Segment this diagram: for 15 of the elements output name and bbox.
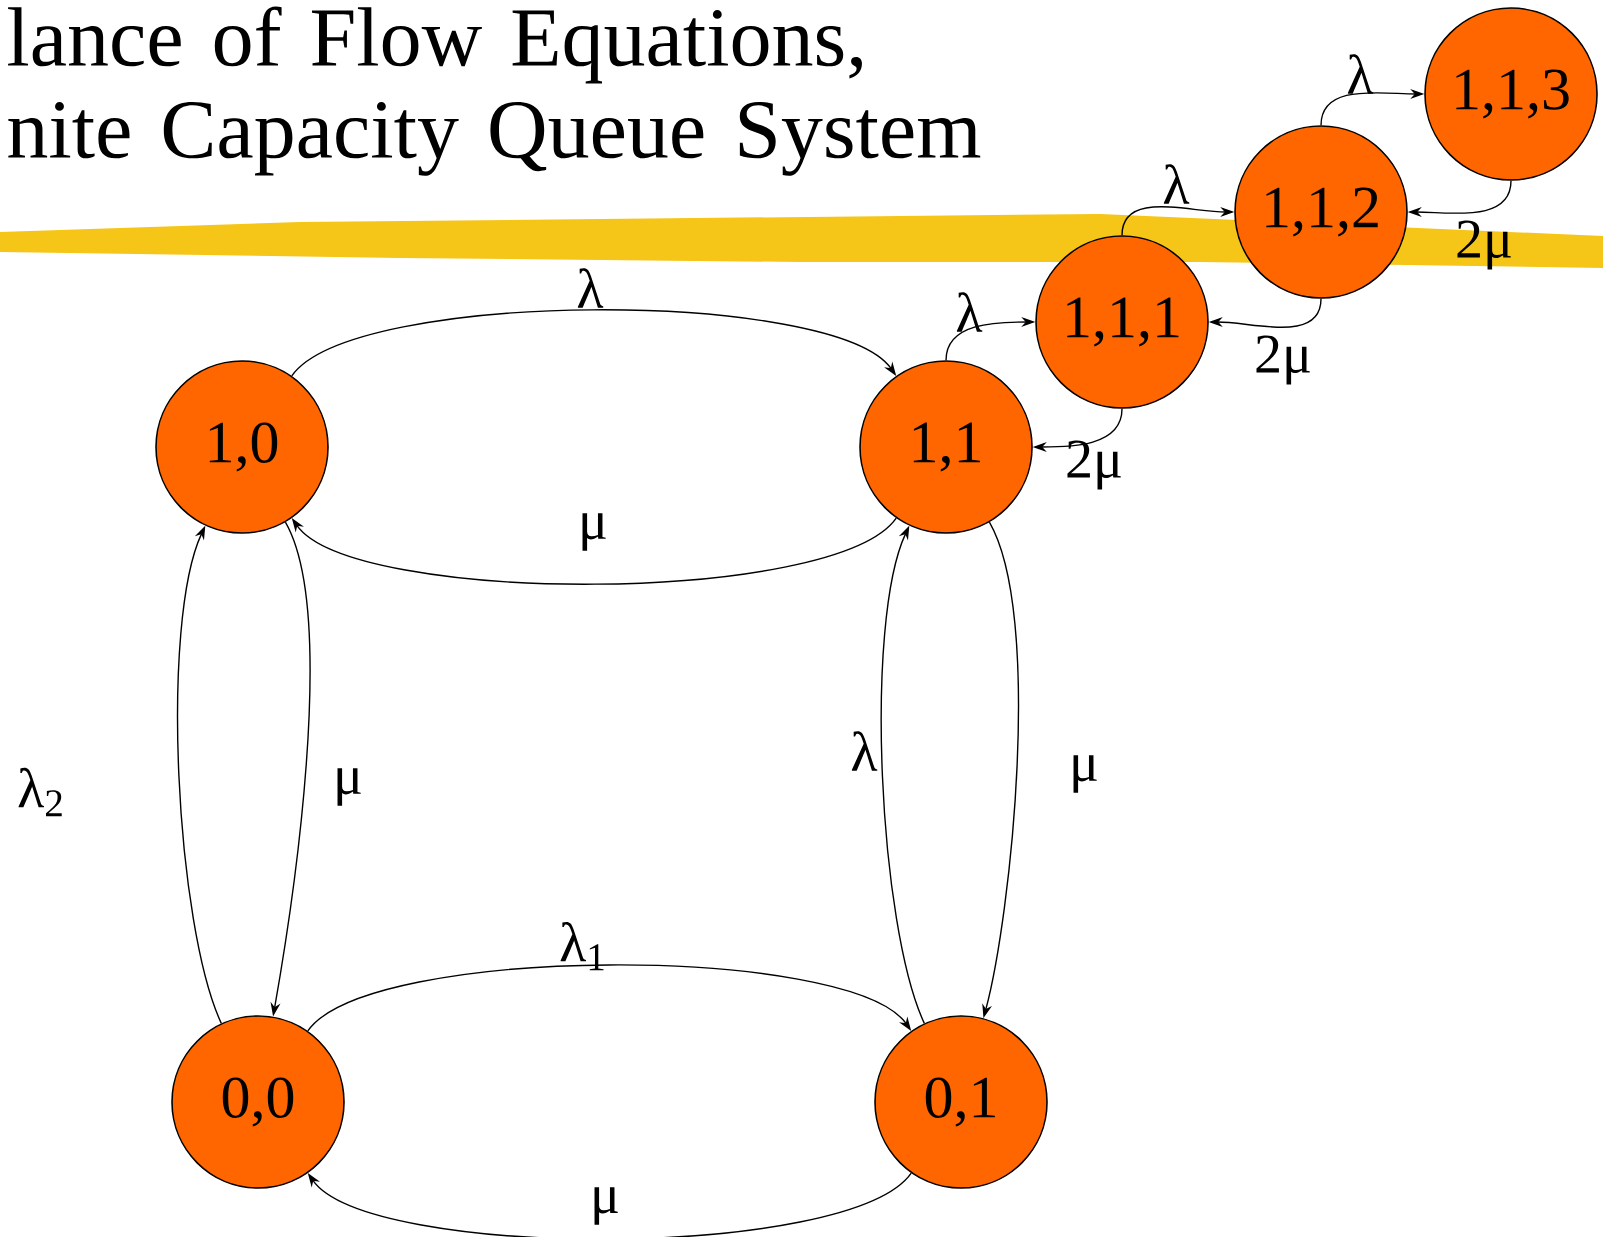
slide-title: lance of Flow Equations, nite Capacity Queue System [8,6,981,176]
edge-label: λ [956,292,983,332]
edge-label: λ$_{2}$ [18,767,62,817]
edge-label: 2μ [1067,440,1121,490]
edge-label: μ [1073,755,1097,793]
edge-label: λ [577,268,604,308]
edge-label: 2μ [1457,220,1511,270]
edge-label: μ [582,513,606,551]
edge-label: λ [1347,54,1374,94]
edge-label: μ [337,768,361,806]
edge-label: λ [851,731,878,771]
edge-label: λ$_{1}$ [560,921,604,971]
edge-label: 2μ [1256,335,1310,385]
edge-label: μ [594,1187,618,1225]
edge-label: λ [1163,164,1190,204]
